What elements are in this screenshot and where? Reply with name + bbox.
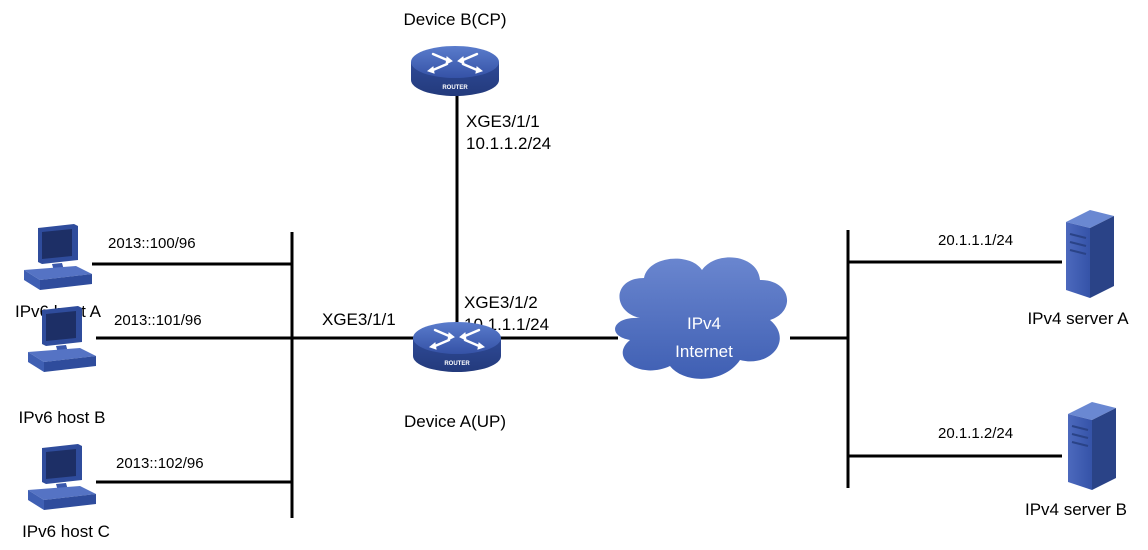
device-a-label: Device A(UP) (404, 412, 506, 431)
device-a-badge: ROUTER (444, 361, 470, 367)
ipv6-host-b: 2013::101/96 IPv6 host B (19, 306, 202, 427)
ipv4-server-b: 20.1.1.2/24 IPv4 server B (938, 401, 1127, 519)
device-a-lan-port-label: XGE3/1/1 (322, 310, 396, 329)
device-b-badge: ROUTER (442, 85, 468, 91)
host-c-address: 2013::102/96 (116, 455, 204, 472)
device-b-ip-label: 10.1.1.2/24 (466, 134, 551, 153)
device-b-port-label: XGE3/1/1 (466, 112, 540, 131)
ipv6-host-a: 2013::100/96 IPv6 host A (15, 224, 196, 321)
server-icon (1065, 209, 1115, 299)
host-c-label: IPv6 host C (22, 522, 110, 541)
host-b-label: IPv6 host B (19, 408, 106, 427)
cloud-label-line1: IPv4 (687, 314, 721, 333)
ipv4-server-a: 20.1.1.1/24 IPv4 server A (938, 209, 1129, 328)
device-b-router: Device B(CP) ROUTER (404, 10, 507, 98)
host-b-address: 2013::101/96 (114, 312, 202, 329)
server-icon (1067, 401, 1117, 491)
server-b-label: IPv4 server B (1025, 500, 1127, 519)
device-a-up-port-label: XGE3/1/2 (464, 293, 538, 312)
pc-icon (24, 224, 92, 290)
ipv4-internet-cloud: IPv4 Internet (615, 257, 788, 379)
server-b-address: 20.1.1.2/24 (938, 425, 1013, 442)
device-a-router: ROUTER Device A(UP) (404, 320, 506, 431)
device-b-label: Device B(CP) (404, 10, 507, 29)
server-a-label: IPv4 server A (1027, 309, 1129, 328)
host-a-address: 2013::100/96 (108, 235, 196, 252)
cloud-label-line2: Internet (675, 342, 733, 361)
pc-icon (28, 444, 96, 510)
ipv6-host-c: 2013::102/96 IPv6 host C (22, 444, 204, 541)
server-a-address: 20.1.1.1/24 (938, 232, 1013, 249)
cloud-icon (615, 257, 788, 379)
